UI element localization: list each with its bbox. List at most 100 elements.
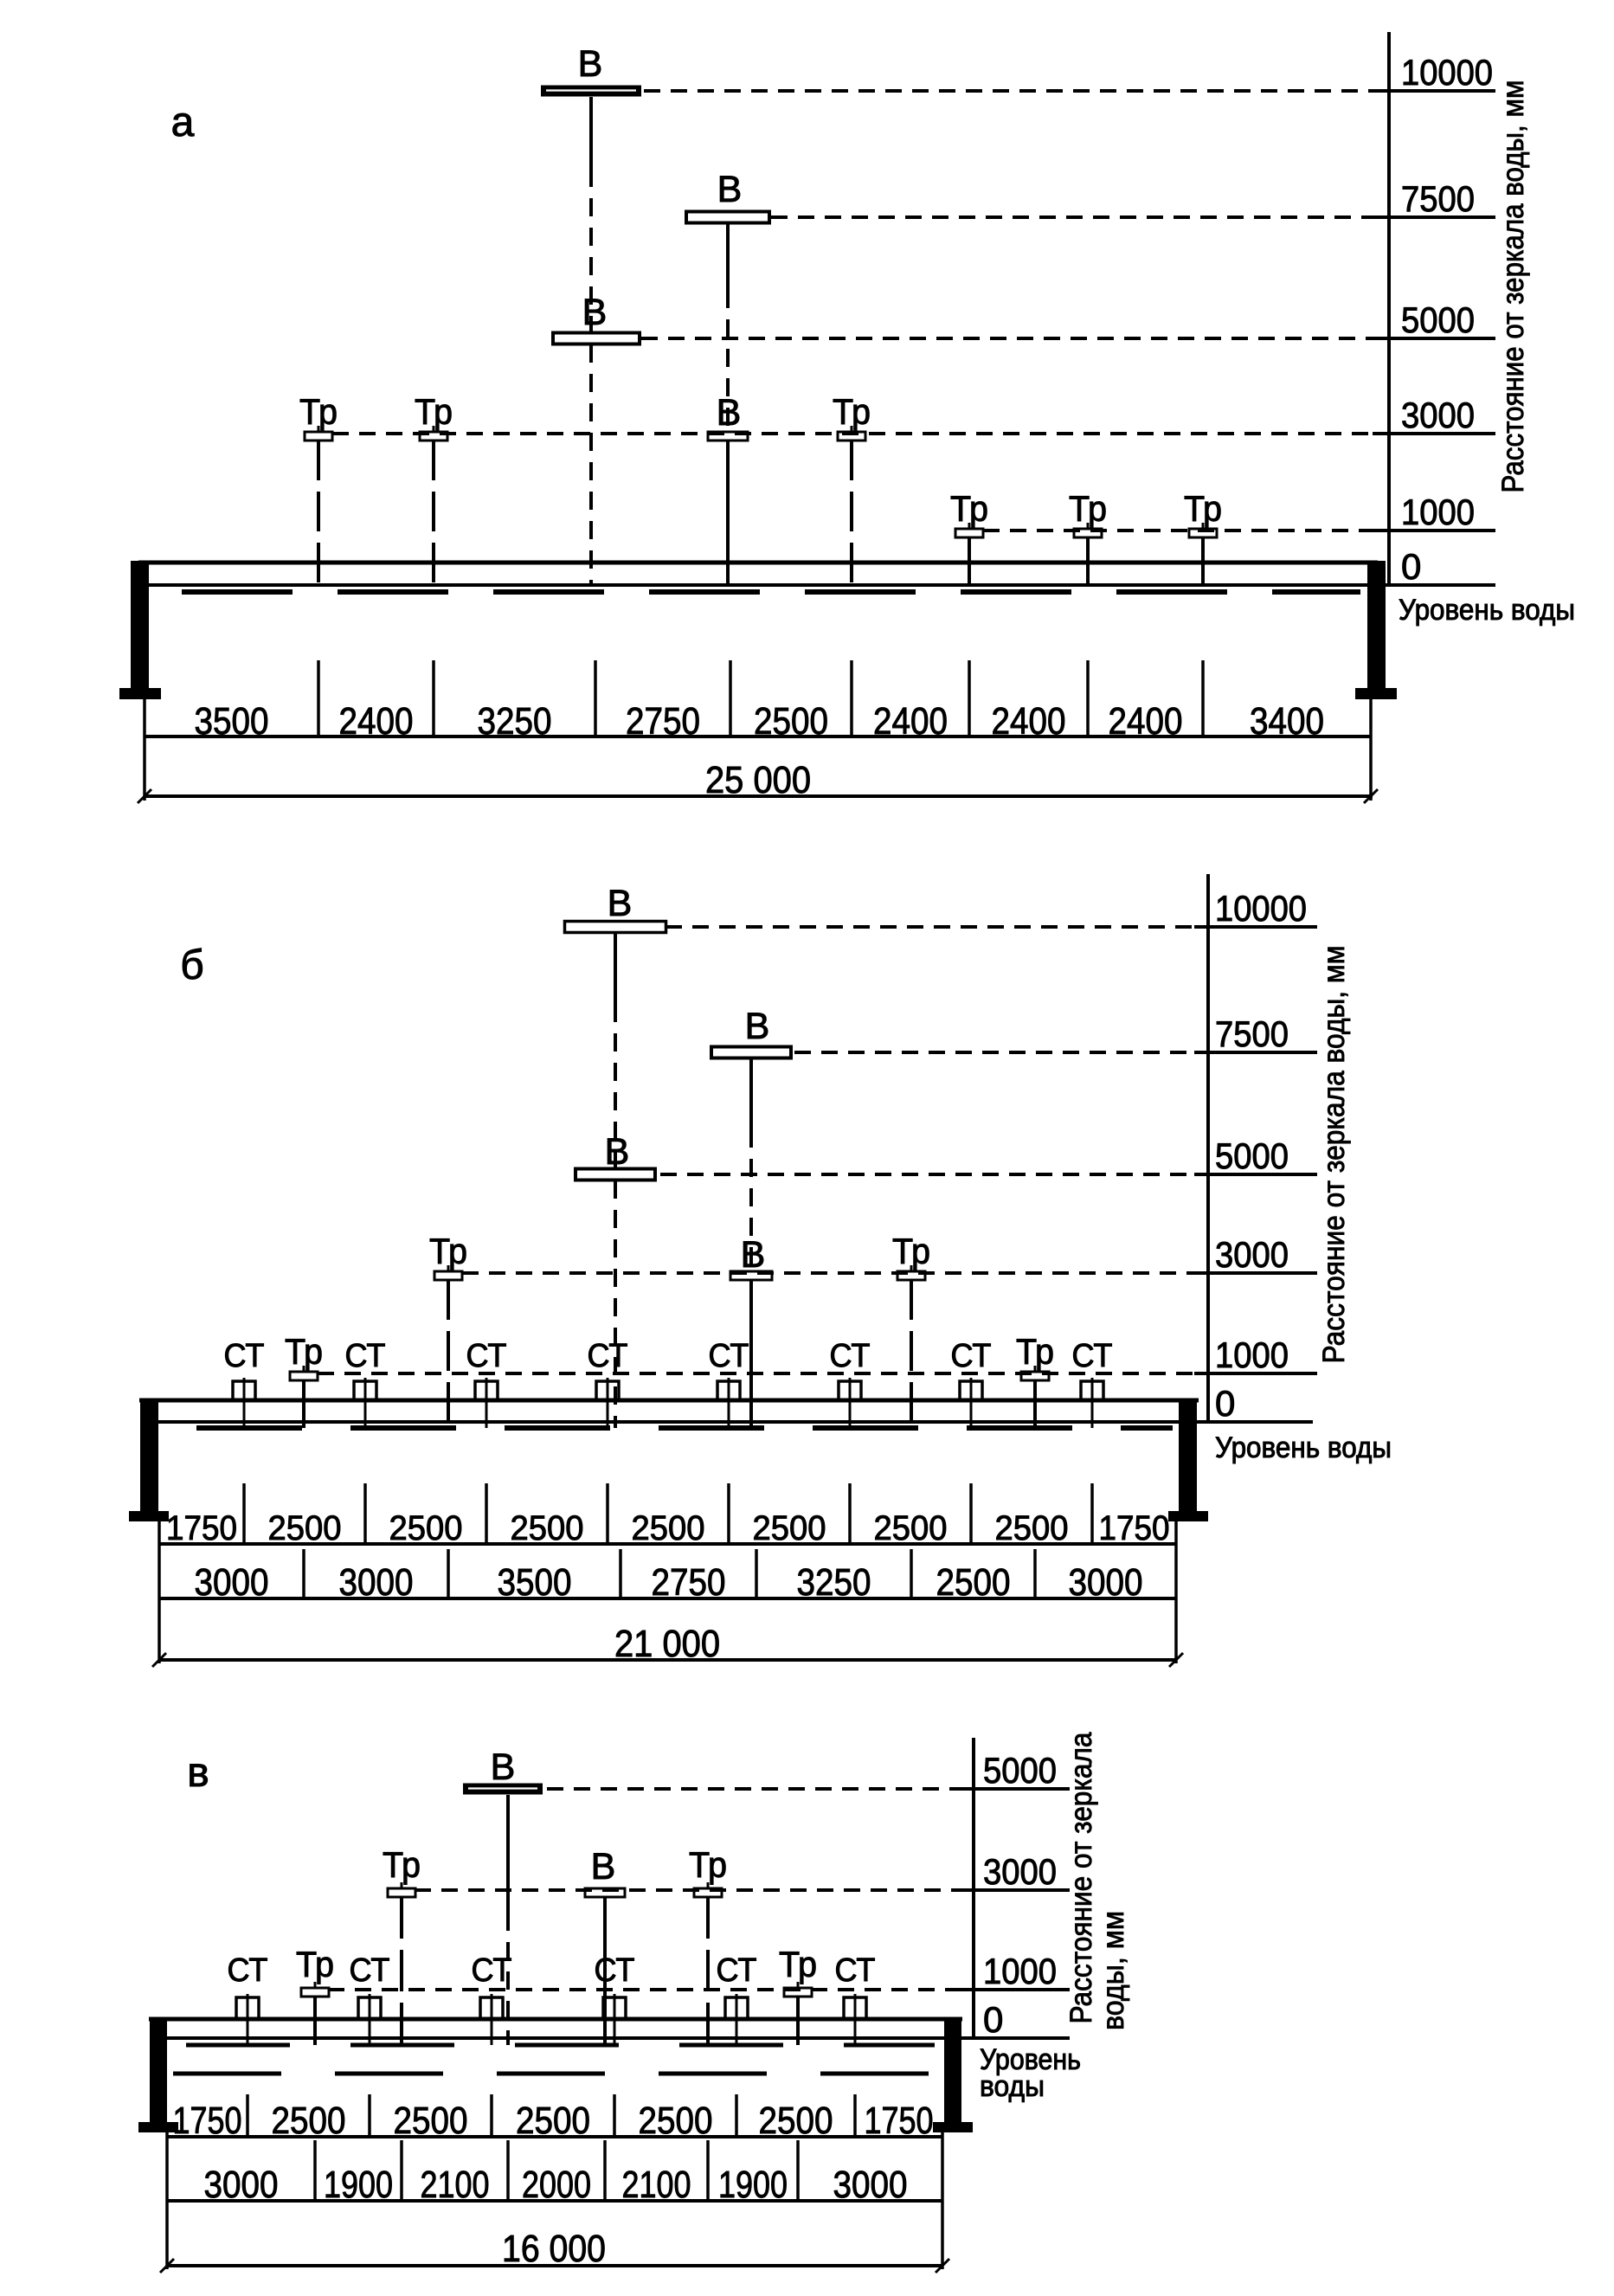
svg-text:2400: 2400 (1109, 700, 1183, 743)
svg-text:Тр: Тр (1069, 488, 1107, 529)
svg-text:Уровень: Уровень (980, 2043, 1081, 2076)
svg-text:2400: 2400 (339, 700, 414, 743)
svg-text:СТ: СТ (472, 1952, 512, 1989)
svg-text:25 000: 25 000 (705, 759, 811, 801)
svg-text:7500: 7500 (1401, 178, 1475, 219)
svg-text:Тр: Тр (892, 1231, 930, 1271)
svg-text:1750: 1750 (1099, 1509, 1170, 1547)
svg-text:а: а (171, 100, 195, 145)
svg-text:В: В (717, 169, 743, 210)
svg-text:Тр: Тр (299, 391, 338, 432)
svg-text:Тр: Тр (833, 391, 871, 432)
svg-text:В: В (491, 1746, 516, 1788)
svg-text:3500: 3500 (195, 700, 269, 743)
svg-text:В: В (741, 1234, 766, 1276)
svg-text:5000: 5000 (1215, 1135, 1289, 1176)
svg-text:3000: 3000 (1401, 395, 1475, 435)
svg-text:СТ: СТ (717, 1952, 757, 1989)
svg-text:10000: 10000 (1215, 888, 1307, 929)
svg-text:2500: 2500 (511, 1509, 584, 1547)
svg-text:СТ: СТ (835, 1952, 876, 1989)
svg-text:Тр: Тр (285, 1331, 323, 1372)
svg-text:1900: 1900 (324, 2164, 393, 2206)
svg-text:СТ: СТ (709, 1338, 749, 1374)
svg-text:1750: 1750 (173, 2100, 242, 2142)
svg-text:Тр: Тр (950, 488, 988, 529)
svg-text:3400: 3400 (1250, 700, 1324, 743)
svg-text:2500: 2500 (936, 1561, 1011, 1604)
svg-text:7500: 7500 (1215, 1013, 1289, 1054)
svg-text:2500: 2500 (753, 1509, 826, 1547)
svg-text:0: 0 (1215, 1383, 1235, 1424)
svg-text:В: В (591, 1846, 616, 1888)
svg-text:Уровень воды: Уровень воды (1215, 1431, 1392, 1464)
svg-text:2500: 2500 (389, 1509, 463, 1547)
svg-text:3000: 3000 (983, 1851, 1057, 1892)
svg-text:СТ: СТ (595, 1952, 635, 1989)
svg-text:2500: 2500 (874, 1509, 948, 1547)
svg-text:воды, мм: воды, мм (1096, 1911, 1130, 2030)
svg-text:Расстояние от зеркала: Расстояние от зеркала (1064, 1732, 1098, 2023)
svg-text:1000: 1000 (1215, 1335, 1289, 1375)
svg-text:1000: 1000 (983, 1951, 1057, 1991)
svg-text:СТ: СТ (350, 1952, 390, 1989)
svg-text:5000: 5000 (1401, 299, 1475, 340)
svg-text:2500: 2500 (995, 1509, 1069, 1547)
svg-text:1000: 1000 (1401, 492, 1475, 532)
svg-text:2400: 2400 (992, 700, 1066, 743)
svg-text:СТ: СТ (951, 1338, 992, 1374)
svg-text:в: в (187, 1750, 209, 1796)
svg-text:В: В (605, 1131, 630, 1173)
svg-text:2750: 2750 (652, 1561, 726, 1604)
svg-text:Расстояние от зеркала воды, мм: Расстояние от зеркала воды, мм (1496, 80, 1530, 493)
svg-text:СТ: СТ (228, 1952, 268, 1989)
svg-text:Тр: Тр (689, 1844, 727, 1885)
svg-text:2500: 2500 (754, 700, 828, 743)
svg-text:Тр: Тр (415, 391, 453, 432)
svg-text:б: б (180, 942, 204, 988)
svg-text:Тр: Тр (383, 1844, 421, 1885)
svg-text:3000: 3000 (195, 1561, 269, 1604)
svg-text:2500: 2500 (268, 1509, 342, 1547)
svg-text:В: В (582, 292, 608, 333)
svg-text:16 000: 16 000 (502, 2228, 606, 2270)
svg-text:Тр: Тр (1184, 488, 1222, 529)
svg-text:Тр: Тр (429, 1231, 467, 1271)
svg-text:2750: 2750 (626, 700, 700, 743)
svg-text:2000: 2000 (522, 2164, 591, 2206)
svg-text:СТ: СТ (588, 1338, 628, 1374)
svg-text:2100: 2100 (421, 2164, 490, 2206)
svg-text:1900: 1900 (718, 2164, 788, 2206)
svg-text:СТ: СТ (345, 1338, 386, 1374)
svg-text:СТ: СТ (466, 1338, 507, 1374)
svg-text:1750: 1750 (865, 2100, 934, 2142)
svg-text:3500: 3500 (498, 1561, 572, 1604)
svg-text:2500: 2500 (639, 2100, 713, 2142)
svg-text:В: В (578, 43, 603, 85)
svg-text:5000: 5000 (983, 1750, 1057, 1791)
svg-text:21 000: 21 000 (614, 1623, 720, 1665)
svg-text:2500: 2500 (632, 1509, 705, 1547)
svg-text:В: В (745, 1006, 770, 1047)
svg-text:Тр: Тр (779, 1944, 817, 1984)
svg-text:3000: 3000 (204, 2164, 279, 2206)
svg-text:Тр: Тр (296, 1944, 334, 1984)
svg-text:2100: 2100 (622, 2164, 691, 2206)
svg-text:3000: 3000 (833, 2164, 908, 2206)
svg-text:3000: 3000 (1215, 1234, 1289, 1275)
svg-text:0: 0 (1401, 546, 1421, 587)
svg-text:0: 0 (983, 1999, 1003, 2040)
svg-text:СТ: СТ (830, 1338, 871, 1374)
svg-text:3250: 3250 (478, 700, 552, 743)
svg-text:3000: 3000 (1069, 1561, 1143, 1604)
svg-text:2400: 2400 (873, 700, 948, 743)
svg-text:2500: 2500 (394, 2100, 468, 2142)
svg-text:воды: воды (980, 2070, 1045, 2103)
svg-text:2500: 2500 (759, 2100, 833, 2142)
svg-text:Тр: Тр (1016, 1331, 1054, 1372)
svg-text:3250: 3250 (797, 1561, 871, 1604)
svg-text:Уровень воды: Уровень воды (1399, 594, 1575, 627)
svg-text:В: В (608, 883, 633, 924)
svg-text:В: В (717, 392, 742, 434)
svg-text:3000: 3000 (339, 1561, 414, 1604)
